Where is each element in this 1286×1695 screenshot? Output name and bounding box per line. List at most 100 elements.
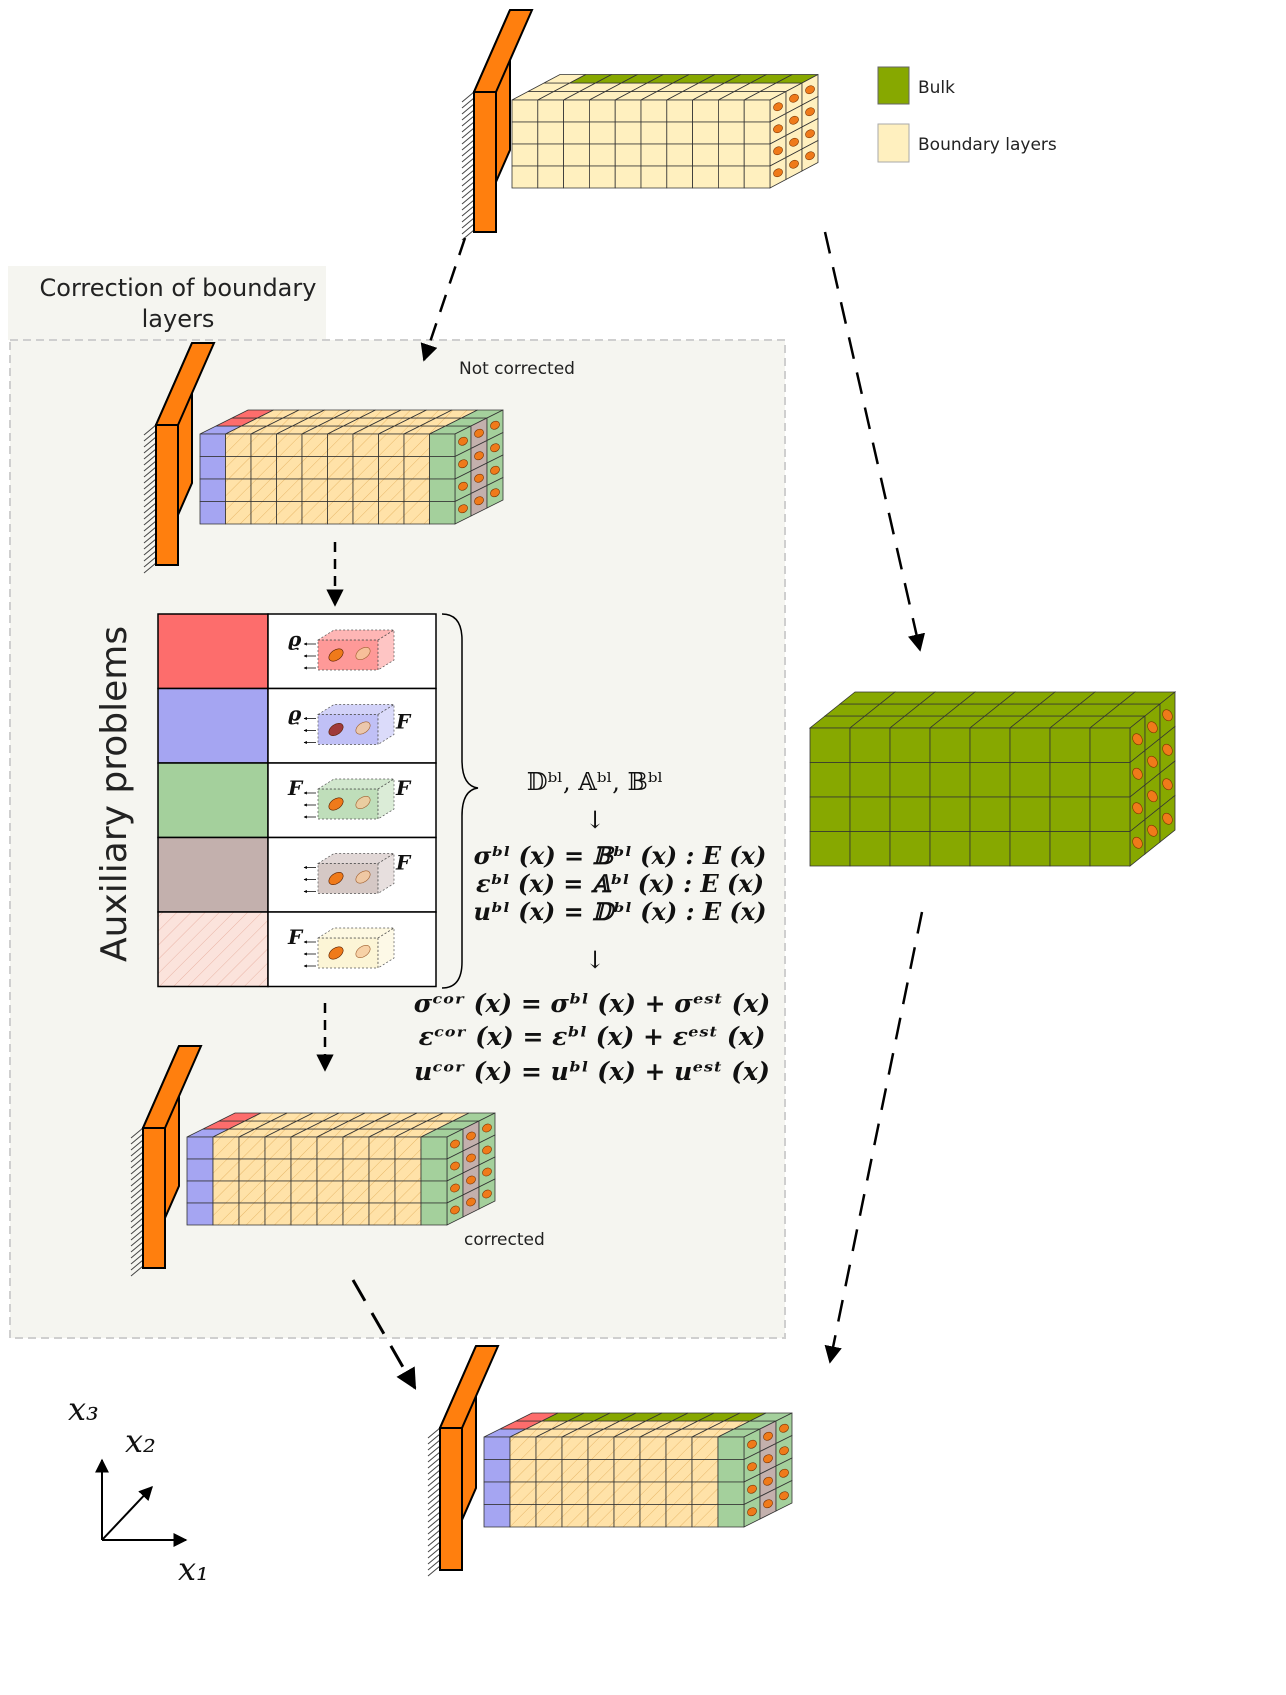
front-cell bbox=[640, 165, 668, 189]
front-cell bbox=[849, 727, 891, 763]
front-cell bbox=[1049, 762, 1091, 798]
aux-left-symbol-3: F bbox=[287, 776, 304, 800]
brace bbox=[441, 613, 479, 989]
legend-label-boundary: Boundary layers bbox=[918, 135, 1057, 155]
front-cell bbox=[225, 456, 252, 480]
front-cell bbox=[809, 762, 851, 798]
front-cell bbox=[561, 1459, 589, 1483]
front-cell bbox=[264, 1136, 292, 1160]
aux-cube-top bbox=[316, 853, 396, 864]
inclusion-ellipse bbox=[779, 1423, 789, 1433]
front-cell bbox=[743, 143, 771, 167]
top-block bbox=[461, 9, 819, 241]
front-cell bbox=[969, 796, 1011, 832]
wall-hatch bbox=[143, 514, 157, 526]
wall-front bbox=[142, 1127, 166, 1269]
wall-hatch bbox=[143, 490, 157, 502]
aux-right-symbol-4: F bbox=[395, 851, 412, 875]
arrow-1: ↓ bbox=[585, 806, 605, 834]
inclusion-ellipse bbox=[450, 1183, 460, 1193]
wall-hatch bbox=[143, 550, 157, 562]
front-cell bbox=[639, 1436, 667, 1460]
wall-hatch bbox=[461, 157, 475, 169]
front-cell bbox=[743, 99, 771, 123]
front-cell bbox=[691, 1481, 719, 1505]
inclusion-ellipse bbox=[805, 107, 815, 117]
wall-hatch bbox=[461, 109, 475, 121]
front-cell bbox=[276, 478, 303, 502]
front-cell bbox=[1009, 727, 1051, 763]
front-cell bbox=[186, 1202, 214, 1226]
front-cell bbox=[665, 1504, 693, 1528]
front-cell bbox=[342, 1136, 370, 1160]
front-cell bbox=[1089, 727, 1131, 763]
front-cell bbox=[378, 433, 405, 457]
eq-sigma-cor: σᶜᵒʳ (x) = σᵇˡ (x) + σᵉˢᵗ (x) bbox=[414, 989, 771, 1018]
wall-hatch bbox=[427, 1517, 441, 1529]
front-cell bbox=[587, 1436, 615, 1460]
wall-hatch bbox=[143, 430, 157, 442]
wall-hatch bbox=[427, 1457, 441, 1469]
front-cell bbox=[394, 1202, 422, 1226]
inclusion-ellipse bbox=[1132, 767, 1143, 780]
front-cell bbox=[199, 501, 226, 525]
front-cell bbox=[665, 1481, 693, 1505]
corrected-block bbox=[130, 1045, 496, 1277]
bulk-block bbox=[808, 691, 1177, 867]
wall-hatch bbox=[461, 127, 475, 139]
wall-hatch bbox=[461, 91, 475, 103]
wall-hatch bbox=[143, 562, 157, 574]
wall-hatch bbox=[461, 115, 475, 127]
aux-cube-front bbox=[317, 863, 379, 894]
front-cell bbox=[378, 501, 405, 525]
inclusion-ellipse bbox=[789, 115, 799, 125]
front-cell bbox=[511, 165, 539, 189]
front-cell bbox=[186, 1136, 214, 1160]
front-cell bbox=[717, 1481, 745, 1505]
arrow-c-to-final bbox=[351, 1279, 417, 1390]
front-cell bbox=[809, 831, 851, 867]
front-cell bbox=[403, 433, 430, 457]
inclusion-ellipse bbox=[789, 137, 799, 147]
front-cell bbox=[589, 121, 616, 145]
front-cell bbox=[394, 1180, 422, 1204]
front-cell bbox=[692, 143, 719, 167]
inclusion-ellipse bbox=[466, 1153, 476, 1163]
wall-front bbox=[473, 91, 497, 233]
wall-hatch bbox=[427, 1433, 441, 1445]
front-cell bbox=[589, 143, 616, 167]
corrected-label: corrected bbox=[464, 1230, 545, 1250]
eq-eps-cor: εᶜᵒʳ (x) = εᵇˡ (x) + εᵉˢᵗ (x) bbox=[419, 1022, 766, 1051]
front-cell bbox=[420, 1202, 448, 1226]
front-cell bbox=[212, 1158, 240, 1182]
front-cell bbox=[225, 478, 252, 502]
wall-hatch bbox=[427, 1559, 441, 1571]
inclusion-ellipse bbox=[1162, 778, 1173, 791]
wall-hatch bbox=[143, 478, 157, 490]
front-cell bbox=[718, 165, 745, 189]
inclusion-ellipse bbox=[773, 102, 783, 112]
wall-hatch bbox=[427, 1505, 441, 1517]
wall-hatch bbox=[143, 502, 157, 514]
front-cell bbox=[561, 1504, 589, 1528]
front-cell bbox=[238, 1180, 266, 1204]
aux-cube-top bbox=[316, 778, 396, 790]
inclusion-ellipse bbox=[773, 124, 783, 134]
inclusion-ellipse bbox=[779, 1468, 789, 1478]
front-cell bbox=[352, 478, 379, 502]
front-cell bbox=[1049, 831, 1091, 867]
inclusion-ellipse bbox=[773, 168, 783, 178]
auxiliary-label: Auxiliary problems bbox=[94, 626, 135, 962]
front-cell bbox=[666, 99, 693, 123]
front-cell bbox=[186, 1158, 214, 1182]
front-cell bbox=[666, 121, 693, 145]
legend-label-bulk: Bulk bbox=[918, 78, 955, 98]
front-cell bbox=[420, 1180, 448, 1204]
inclusion-ellipse bbox=[763, 1431, 773, 1441]
equations: 𝔻ᵇˡ, 𝔸ᵇˡ, 𝔹ᵇˡ ↓ σᵇˡ (x) = 𝔹ᵇˡ (x) : E (x… bbox=[414, 768, 771, 1086]
inclusion-ellipse bbox=[747, 1439, 757, 1449]
aux-cube-front bbox=[317, 714, 379, 745]
front-cell bbox=[809, 796, 851, 832]
front-cell bbox=[743, 165, 771, 189]
wall-hatch bbox=[130, 1247, 144, 1259]
